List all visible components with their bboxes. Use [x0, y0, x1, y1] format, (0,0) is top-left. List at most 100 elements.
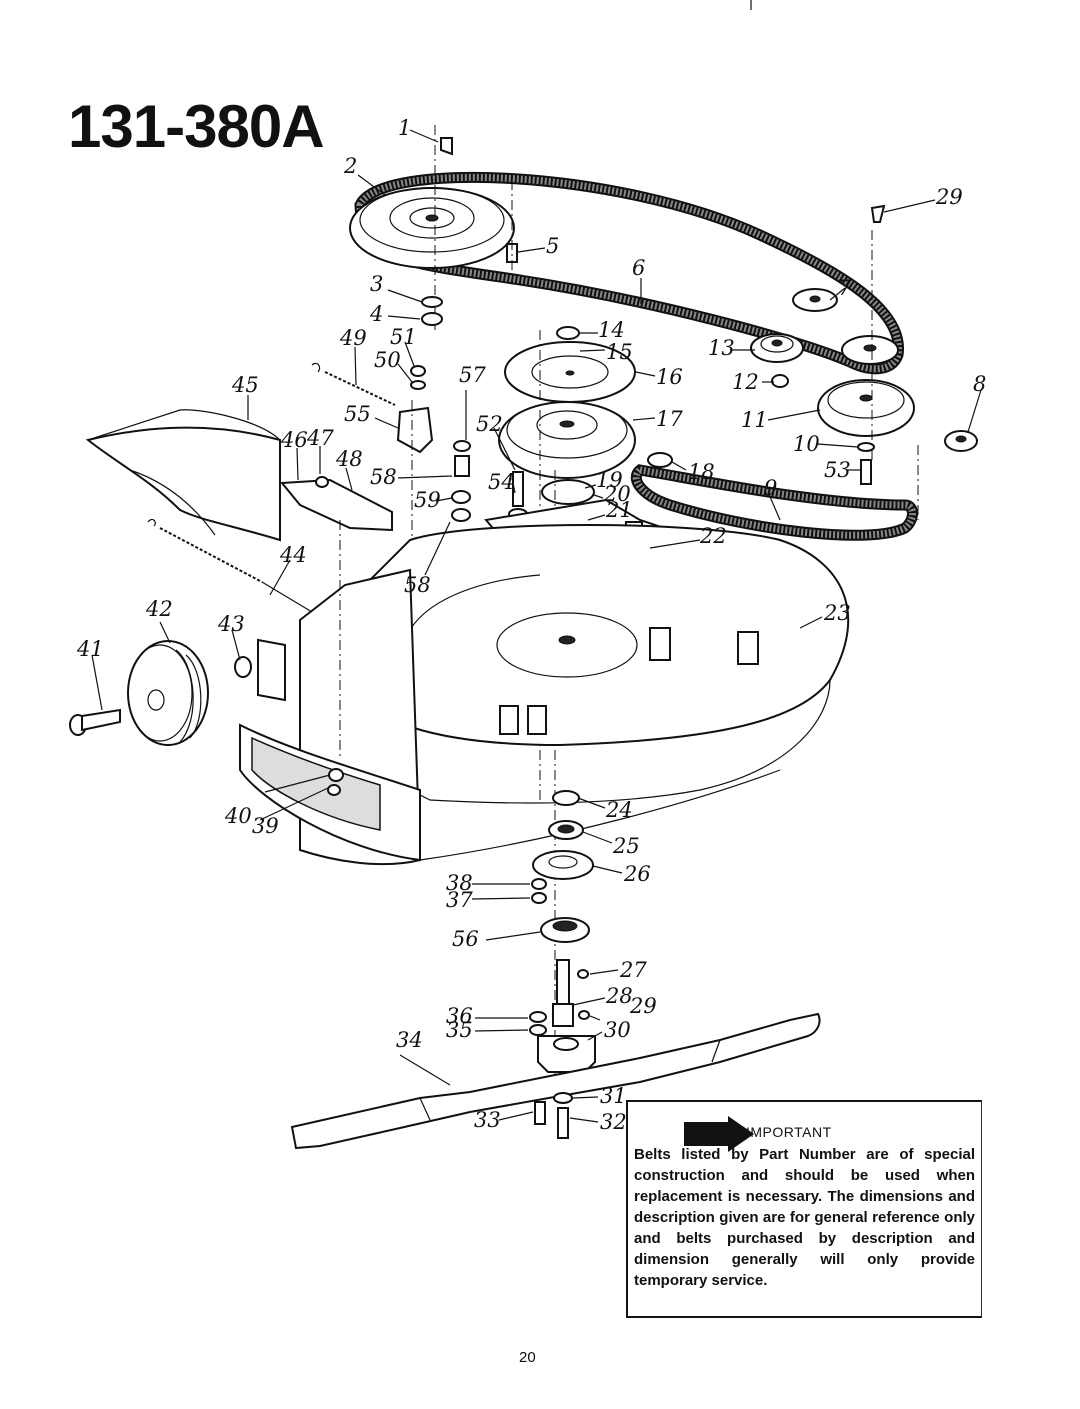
callout-6: 6: [632, 256, 646, 280]
callout-58-lower: 58: [404, 573, 431, 597]
callout-31: 31: [600, 1084, 627, 1108]
washer-part-36: [529, 1011, 547, 1023]
main-drive-belt: [354, 171, 904, 375]
washer-part-3: [421, 296, 443, 308]
mower-deck-housing-part-23: [239, 524, 850, 866]
key-part-1: [440, 137, 453, 156]
spring-part-44: [147, 518, 313, 613]
bracket-part-55: [396, 406, 434, 454]
spindle-shaft-part-28: [552, 959, 574, 1027]
callout-35: 35: [446, 1018, 473, 1042]
leader-lines: [91, 129, 982, 1123]
bolt-part-39: [327, 784, 341, 796]
callout-19: 19: [596, 468, 623, 492]
spring-part-49: [311, 362, 396, 406]
callout-37: 37: [446, 888, 473, 912]
blade-part-34: [290, 1012, 821, 1150]
nut-part-12: [771, 374, 789, 388]
discharge-chute-part-45: [85, 426, 282, 542]
page-number: 20: [519, 1349, 536, 1366]
pulley-part-17: [498, 401, 636, 479]
callout-13: 13: [708, 336, 735, 360]
callout-25: 25: [613, 834, 640, 858]
callout-58-upper: 58: [370, 465, 397, 489]
key-part-29: [578, 1010, 590, 1020]
callout-38: 38: [446, 871, 473, 895]
callout-54: 54: [488, 470, 515, 494]
spacer-part-18: [647, 452, 673, 468]
callout-4: 4: [370, 302, 384, 326]
idler-pulley-part-13: [750, 333, 804, 363]
callout-15: 15: [606, 340, 633, 364]
height-adjust-bracket: [257, 638, 286, 702]
nut-part-47: [315, 476, 329, 488]
washer-part-31: [553, 1092, 573, 1104]
nut-part-4: [421, 312, 443, 326]
callout-33: 33: [474, 1108, 501, 1132]
bolt-part-54: [512, 471, 524, 507]
bushing-part-58: [454, 455, 470, 477]
idler-pulley-part-7: [792, 288, 838, 312]
lock-washer-part-38: [531, 878, 547, 890]
blade-drive-belt: [630, 464, 918, 541]
callout-7: 7: [838, 276, 852, 300]
callout-18: 18: [688, 460, 715, 484]
callout-34: 34: [396, 1028, 423, 1052]
idler-pulley-upper: [841, 335, 899, 365]
spindle-housing-part-26: [532, 850, 594, 880]
right-arrow-icon: [684, 1116, 754, 1152]
bracket-part-46: [279, 478, 393, 532]
callout-17: 17: [656, 407, 683, 431]
callout-50: 50: [374, 348, 401, 372]
callout-29-top: 29: [936, 185, 963, 209]
callout-12: 12: [732, 370, 759, 394]
nut-part-58: [451, 508, 471, 522]
bolt-part-53: [860, 459, 872, 485]
bearing-part-25: [548, 820, 584, 840]
callout-1: 1: [398, 116, 412, 140]
bolt-part-33: [534, 1101, 546, 1125]
important-heading: IMPORTANT: [746, 1124, 832, 1140]
nut-part-51: [410, 365, 426, 377]
callout-32: 32: [600, 1110, 627, 1134]
callout-59: 59: [414, 488, 441, 512]
callout-10: 10: [793, 432, 820, 456]
wheel-bolt-part-41: [69, 708, 121, 736]
callout-23: 23: [824, 601, 851, 625]
callout-52: 52: [476, 412, 503, 436]
wheel-part-42: [127, 640, 209, 746]
callout-28: 28: [606, 984, 633, 1008]
callout-36: 36: [446, 1004, 473, 1028]
nut-part-14: [556, 326, 580, 340]
callout-11: 11: [741, 408, 768, 432]
callout-55: 55: [344, 402, 371, 426]
important-notice-text: Belts listed by Part Number are of speci…: [634, 1146, 975, 1289]
callout-40: 40: [225, 804, 252, 828]
callout-20: 20: [604, 482, 631, 506]
callout-29-spindle: 29: [630, 994, 657, 1018]
washer-part-10: [857, 442, 875, 452]
callout-16: 16: [656, 365, 683, 389]
bearing-part-56: [540, 917, 590, 943]
callout-21: 21: [606, 498, 633, 522]
pulley-part-16: [504, 341, 636, 403]
bolt-head-part-57: [453, 440, 471, 452]
nut-part-35: [529, 1024, 547, 1036]
callout-30: 30: [604, 1018, 631, 1042]
key-part-29-top: [870, 204, 886, 223]
callout-8: 8: [973, 372, 987, 396]
callout-48: 48: [336, 447, 363, 471]
bolt-part-32: [557, 1107, 569, 1139]
callout-24: 24: [606, 798, 633, 822]
engine-pulley: [349, 187, 515, 269]
callout-14: 14: [598, 318, 625, 342]
callout-46: 46: [281, 428, 308, 452]
callout-53: 53: [824, 458, 851, 482]
callout-43: 43: [218, 612, 245, 636]
callout-44: 44: [280, 543, 307, 567]
callout-27: 27: [620, 958, 647, 982]
callout-26: 26: [624, 862, 651, 886]
callout-5: 5: [546, 234, 560, 258]
callout-51: 51: [390, 325, 417, 349]
